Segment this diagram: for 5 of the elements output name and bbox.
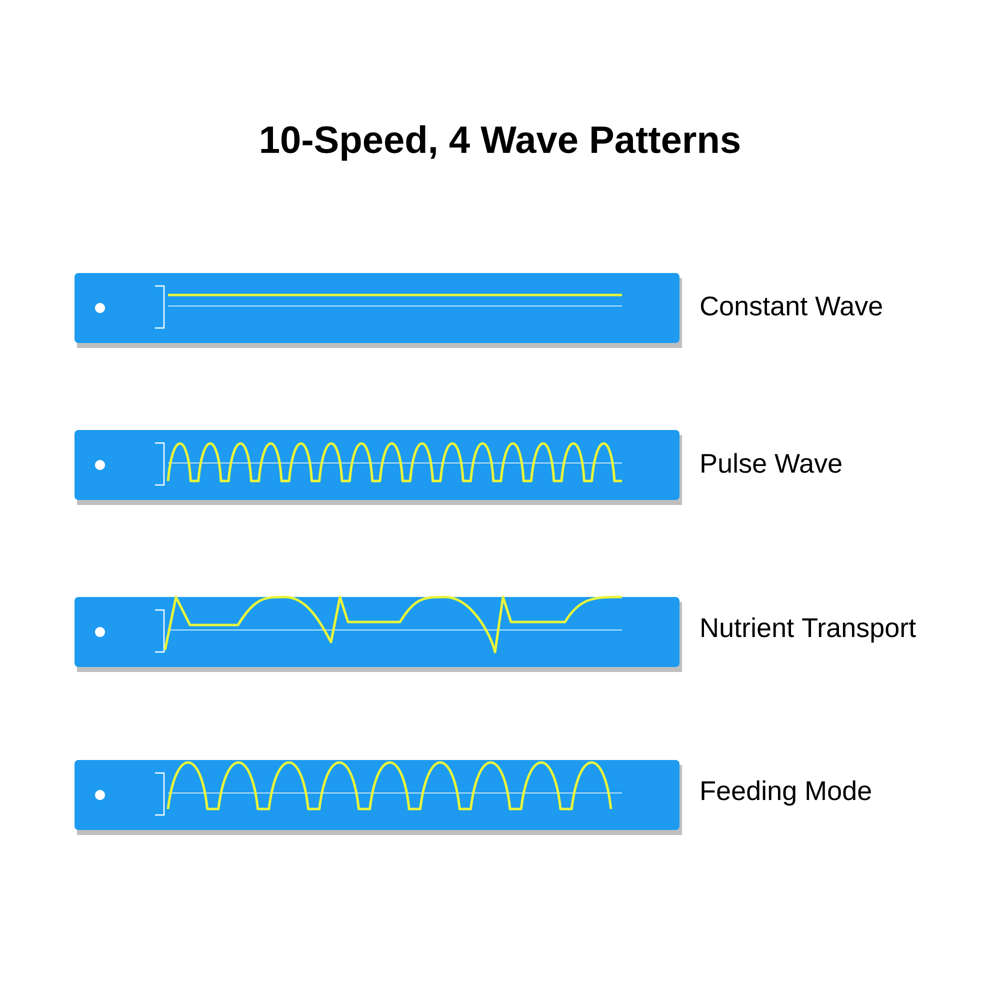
wave-label: Constant Wave [700, 296, 882, 316]
wave-label: Pulse Wave [702, 453, 842, 473]
title: 10-Speed, 4 Wave Patterns [261, 125, 740, 161]
wave-label: Feeding Mode [702, 780, 871, 806]
wave-label: Nutrient Transport [702, 617, 916, 643]
